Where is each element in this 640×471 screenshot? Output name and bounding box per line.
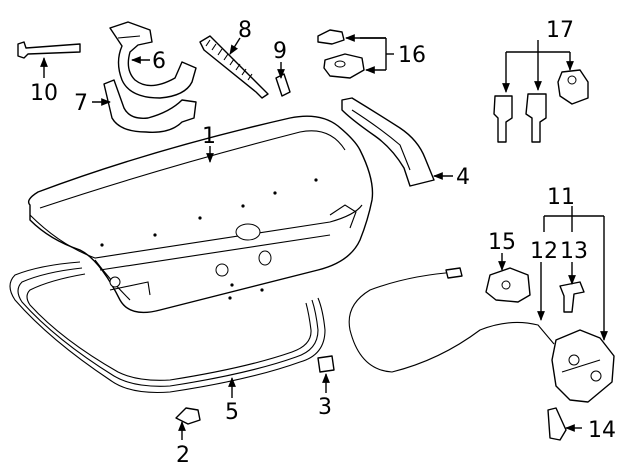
label-9: 9 xyxy=(273,39,287,64)
label-12: 12 xyxy=(530,239,558,264)
trunk-lid xyxy=(27,115,374,314)
striker-14 xyxy=(547,407,567,441)
hinge-6 xyxy=(109,21,197,99)
label-8: 8 xyxy=(238,18,252,43)
leader-lines xyxy=(40,34,608,440)
label-2: 2 xyxy=(176,443,190,468)
release-cable xyxy=(348,267,555,373)
torsion-rod-10 xyxy=(17,41,81,59)
label-10: 10 xyxy=(30,81,58,106)
latch-15 xyxy=(485,267,531,303)
trim-panel-4 xyxy=(341,97,435,187)
clip-2 xyxy=(175,407,201,425)
label-11: 11 xyxy=(547,185,575,210)
label-6: 6 xyxy=(152,49,166,74)
label-14: 14 xyxy=(588,418,616,443)
label-13: 13 xyxy=(560,239,588,264)
clip-9 xyxy=(275,73,291,97)
label-15: 15 xyxy=(488,230,516,255)
label-1: 1 xyxy=(202,124,216,149)
lock-assembly xyxy=(551,329,615,403)
handle-13 xyxy=(559,281,585,313)
hinge-7 xyxy=(103,79,197,133)
label-3: 3 xyxy=(318,395,332,420)
keys-17 xyxy=(493,69,589,143)
label-4: 4 xyxy=(456,165,470,190)
trunk-weatherstrip xyxy=(9,261,326,394)
bumper-3 xyxy=(317,355,335,373)
label-16: 16 xyxy=(398,43,426,68)
label-5: 5 xyxy=(225,400,239,425)
part-16 xyxy=(317,29,365,79)
label-17: 17 xyxy=(546,18,574,43)
callout-labels: 1 2 3 4 5 6 7 8 9 10 11 12 13 14 15 16 1… xyxy=(30,18,616,468)
label-7: 7 xyxy=(74,91,88,116)
torsion-spring xyxy=(199,35,269,99)
